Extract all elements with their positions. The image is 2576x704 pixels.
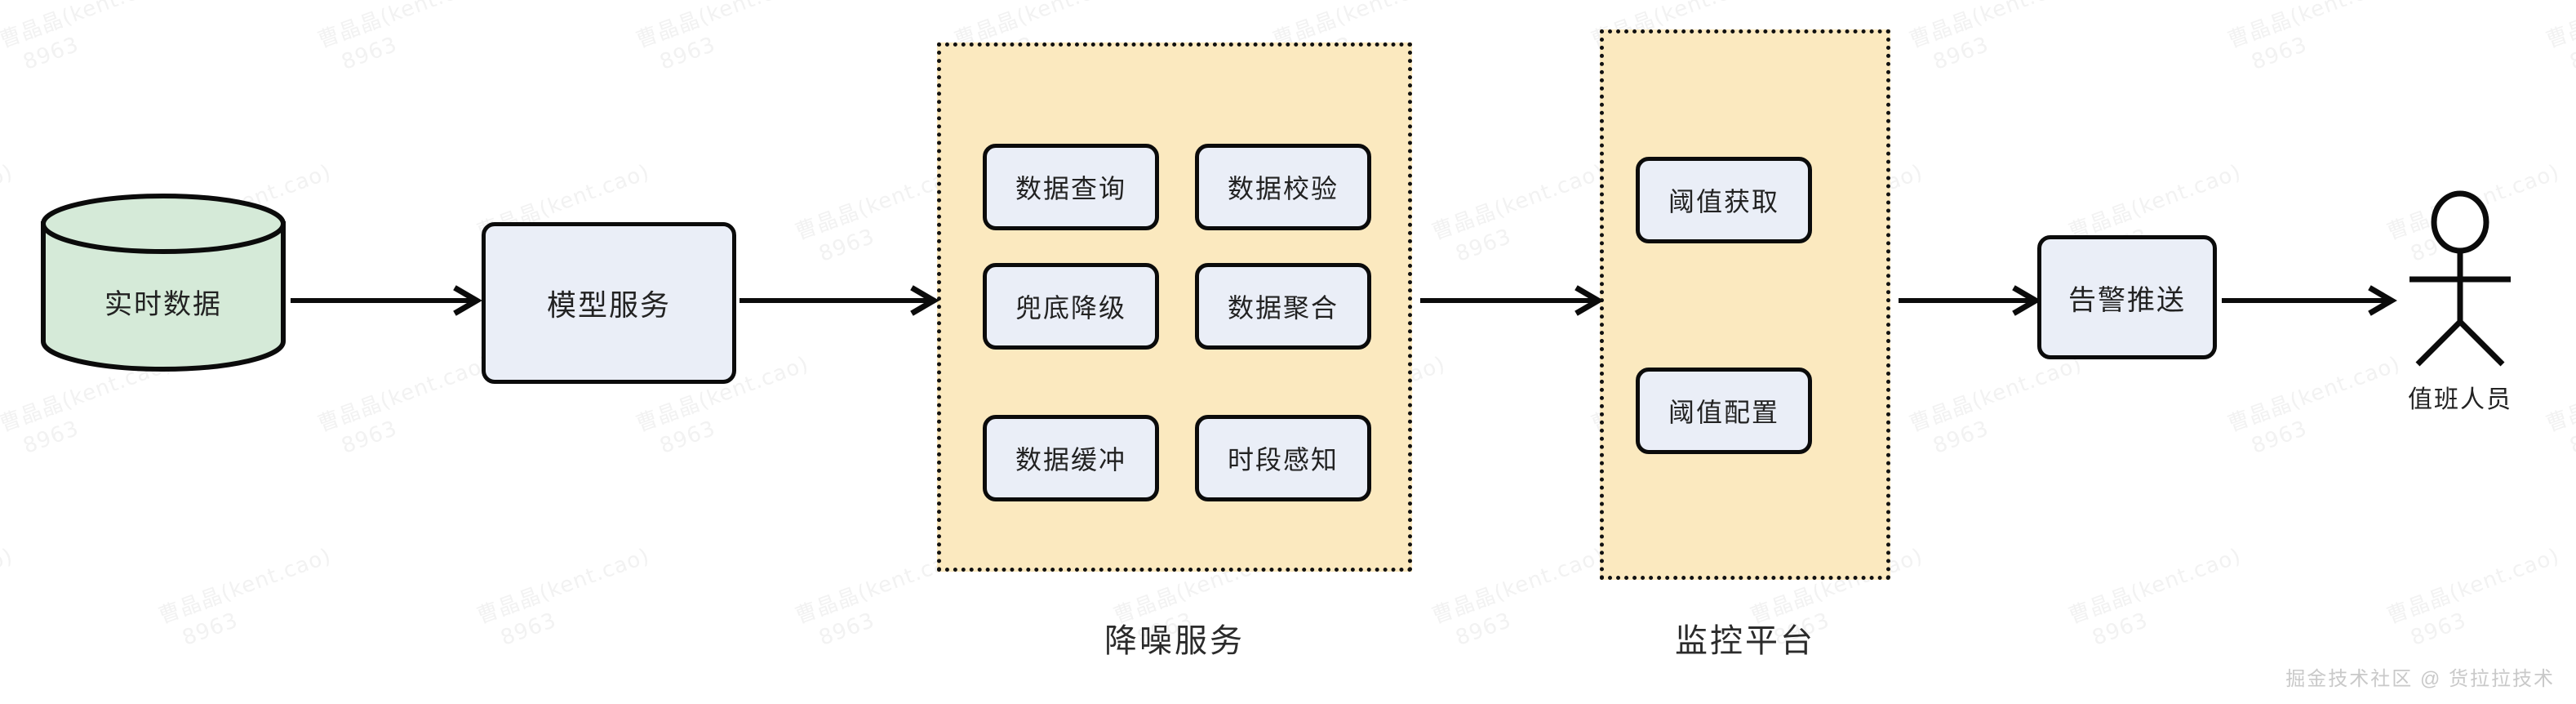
credit-watermark: 掘金技术社区 @ 货拉拉技术 bbox=[2285, 668, 2555, 690]
actor-on-duty-personnel[interactable]: 值班人员 bbox=[2398, 189, 2522, 413]
node-data-aggregation-label: 数据聚合 bbox=[1227, 293, 1339, 323]
background-watermark-tile: 曹晶晶(kent.cao)8963 bbox=[2224, 0, 2405, 75]
group-monitor-platform bbox=[1600, 29, 1890, 580]
background-watermark-tile: 曹晶晶(kent.cao)8963 bbox=[2065, 543, 2245, 651]
background-watermark-tile: 曹晶晶(kent.cao)8963 bbox=[0, 0, 176, 75]
node-data-buffer-label: 数据缓冲 bbox=[1015, 445, 1126, 475]
background-watermark-tile: 曹晶晶(kent.cao)8963 bbox=[1906, 351, 2086, 459]
node-time-awareness-label: 时段感知 bbox=[1227, 445, 1339, 475]
datastore-label: 实时数据 bbox=[104, 289, 222, 320]
node-alert-push-label: 告警推送 bbox=[2068, 284, 2186, 316]
stick-figure-icon bbox=[2409, 190, 2511, 367]
node-fallback-degradation-label: 兜底降级 bbox=[1015, 293, 1126, 323]
background-watermark-tile: 曹晶晶(kent.cao)8963 bbox=[0, 159, 17, 246]
node-data-validation[interactable]: 数据校验 bbox=[1195, 144, 1371, 230]
cylinder-shape bbox=[41, 194, 286, 372]
background-watermark-tile: 曹晶晶(kent.cao)8963 bbox=[1428, 543, 1609, 651]
node-alert-push[interactable]: 告警推送 bbox=[2037, 235, 2217, 359]
arrow-denoise-to-monitor bbox=[1420, 285, 1605, 316]
background-watermark-tile: 曹晶晶(kent.cao)8963 bbox=[1428, 159, 1609, 267]
node-data-query[interactable]: 数据查询 bbox=[983, 144, 1159, 230]
node-threshold-retrieval-label: 阈值获取 bbox=[1668, 187, 1779, 216]
node-threshold-config-label: 阈值配置 bbox=[1668, 398, 1779, 427]
background-watermark-tile: 曹晶晶(kent.cao)8963 bbox=[1906, 0, 2086, 75]
datastore-cylinder[interactable]: 实时数据 bbox=[39, 193, 287, 372]
arrow-datastore-to-model bbox=[291, 285, 483, 316]
group-monitor-platform-title: 监控平台 bbox=[1675, 623, 1815, 659]
background-watermark-tile: 曹晶晶(kent.cao)8963 bbox=[633, 0, 813, 75]
background-watermark-tile: 曹晶晶(kent.cao)8963 bbox=[155, 543, 335, 651]
node-data-buffer[interactable]: 数据缓冲 bbox=[983, 415, 1159, 501]
node-threshold-config[interactable]: 阈值配置 bbox=[1636, 368, 1812, 454]
arrow-model-to-denoise bbox=[739, 285, 940, 316]
background-watermark-tile: 曹晶晶(kent.cao)8963 bbox=[314, 351, 495, 459]
node-threshold-retrieval[interactable]: 阈值获取 bbox=[1636, 157, 1812, 243]
node-time-awareness[interactable]: 时段感知 bbox=[1195, 415, 1371, 501]
background-watermark-tile: 曹晶晶(kent.cao)8963 bbox=[473, 543, 654, 651]
node-fallback-degradation[interactable]: 兜底降级 bbox=[983, 263, 1159, 350]
background-watermark-tile: 曹晶晶(kent.cao)8963 bbox=[314, 0, 495, 75]
actor-on-duty-personnel-label: 值班人员 bbox=[2408, 386, 2512, 413]
node-model-service-label: 模型服务 bbox=[546, 288, 671, 322]
group-denoise-service-title: 降噪服务 bbox=[1104, 623, 1245, 659]
arrow-alert-to-actor bbox=[2222, 285, 2398, 316]
arrow-monitor-to-alert bbox=[1899, 285, 2042, 316]
background-watermark-tile: 曹晶晶(kent.cao)8963 bbox=[0, 543, 17, 630]
background-watermark-tile: 曹晶晶(kent.cao)8963 bbox=[2543, 0, 2576, 75]
node-data-validation-label: 数据校验 bbox=[1227, 174, 1339, 203]
background-watermark-tile: 曹晶晶(kent.cao)8963 bbox=[2383, 543, 2564, 651]
node-data-aggregation[interactable]: 数据聚合 bbox=[1195, 263, 1371, 350]
node-model-service[interactable]: 模型服务 bbox=[482, 222, 736, 384]
node-data-query-label: 数据查询 bbox=[1015, 174, 1126, 203]
